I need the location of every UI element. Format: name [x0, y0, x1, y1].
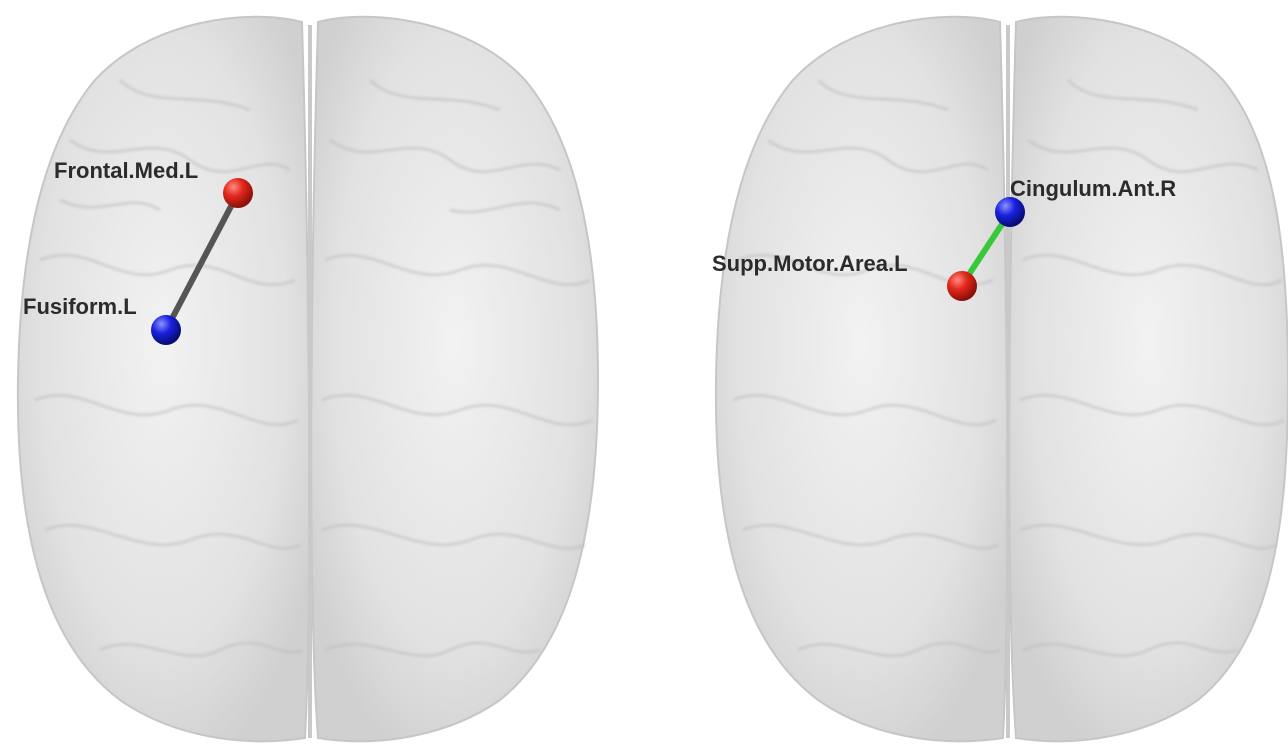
right-node-supp-motor-area-l: [947, 271, 977, 301]
left-node-fusiform-l: [151, 315, 181, 345]
left-node-label-fusiform-l: Fusiform.L: [23, 294, 137, 319]
right-brain-right-hemisphere: [1009, 17, 1288, 742]
right-brain: [716, 17, 1288, 742]
left-brain-right-hemisphere: [311, 17, 598, 742]
right-brain-left-hemisphere: [716, 17, 1007, 742]
right-node-label-supp-motor-area-l: Supp.Motor.Area.L: [712, 251, 908, 276]
right-node-label-cingulum-ant-r: Cingulum.Ant.R: [1010, 176, 1176, 201]
right-node-cingulum-ant-r: [995, 197, 1025, 227]
left-brain: [18, 17, 598, 742]
left-node-frontal-med-l: [223, 178, 253, 208]
left-brain-left-hemisphere: [18, 17, 309, 742]
left-node-label-frontal-med-l: Frontal.Med.L: [54, 158, 198, 183]
